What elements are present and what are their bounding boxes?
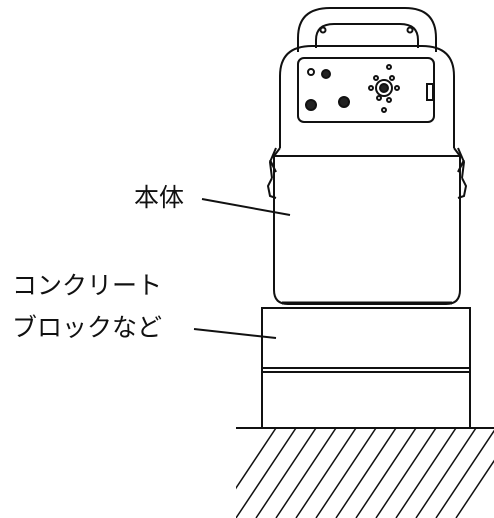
carry-handle — [297, 7, 437, 52]
block-leader-line — [193, 328, 277, 339]
base-label-line1: コンクリート — [12, 271, 163, 300]
unit-body — [273, 45, 461, 305]
control-panel — [297, 57, 435, 123]
left-latch — [266, 147, 277, 199]
ground-hatching — [236, 427, 494, 518]
concrete-block — [261, 307, 471, 429]
unit-leader-line — [201, 198, 291, 216]
right-latch — [457, 147, 468, 199]
unit-body-label: 本体 — [134, 183, 185, 212]
base-label-line2: ブロックなど — [12, 313, 163, 342]
